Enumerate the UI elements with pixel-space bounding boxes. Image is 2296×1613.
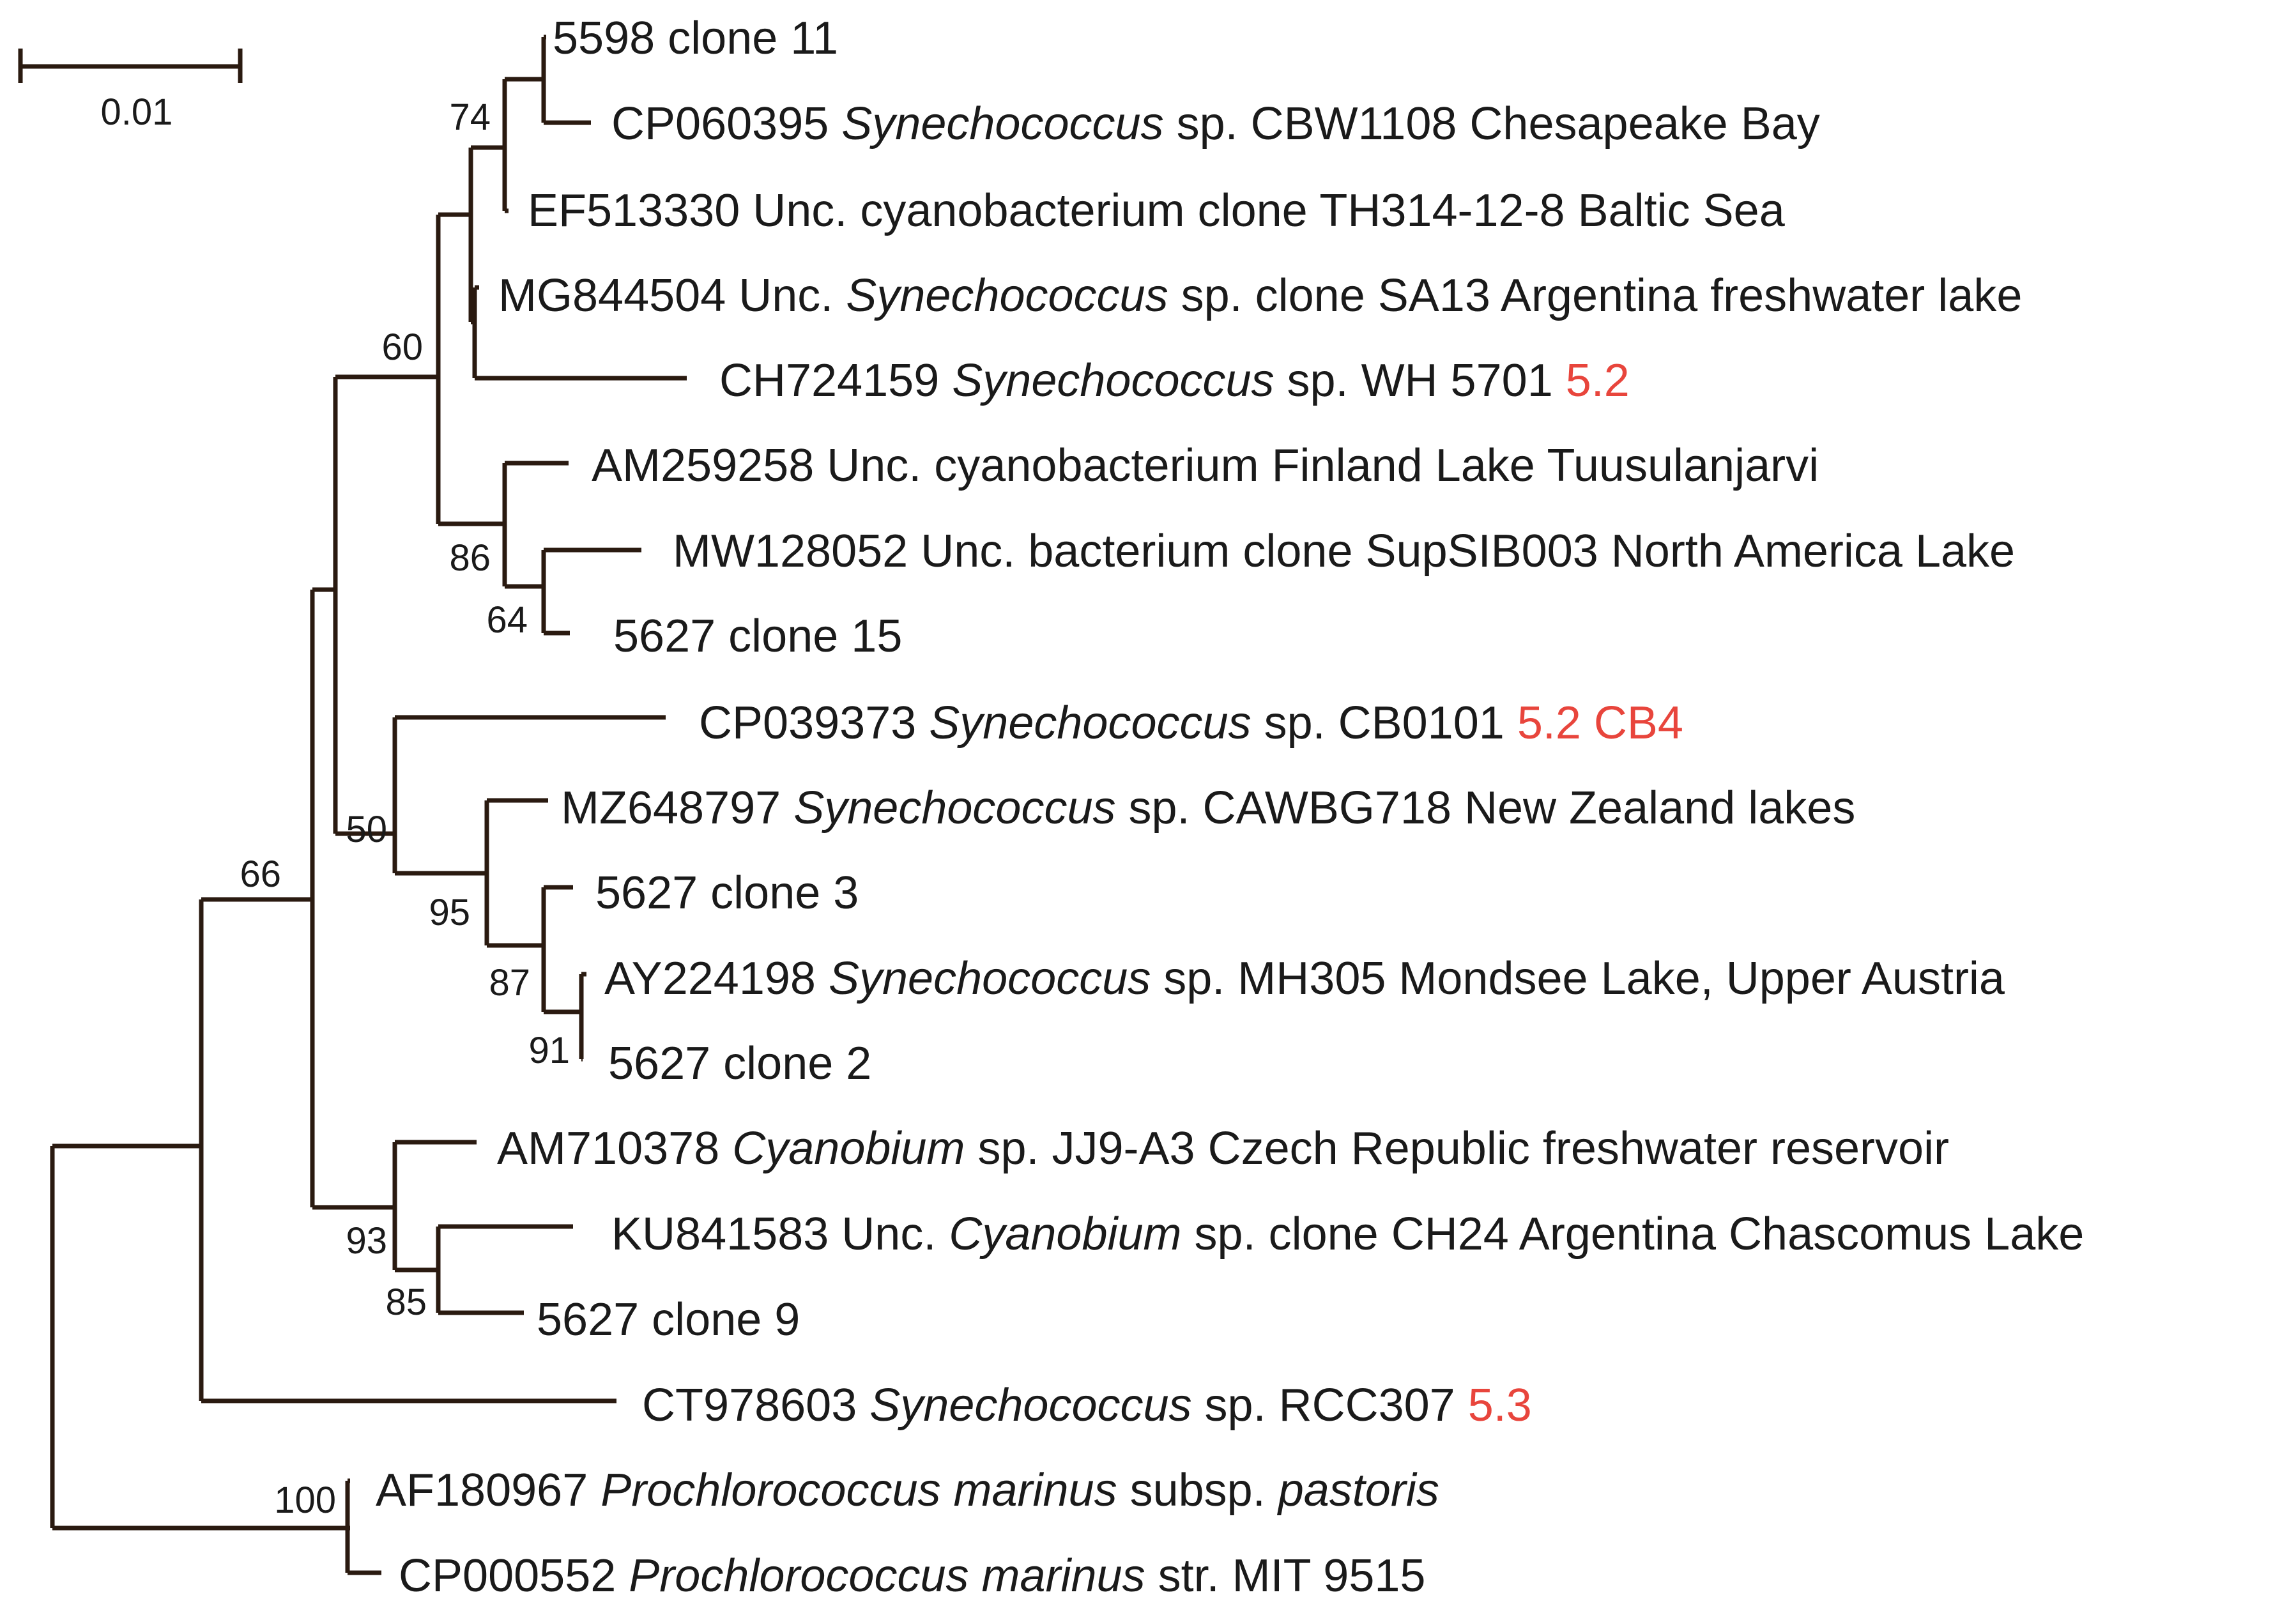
leaf-label-5627-clone-2: 5627 clone 2 (608, 1038, 871, 1089)
bootstrap-label: 87 (489, 962, 530, 1004)
leaf-text: 5627 clone 2 (608, 1038, 871, 1089)
bootstrap-label: 74 (449, 96, 491, 138)
bootstrap-label: 100 (274, 1479, 336, 1521)
leaf-text: 5627 clone 3 (595, 868, 859, 919)
taxon-name: pastoris (1277, 1465, 1439, 1516)
leaf-label-ch724159: CH724159 Synechococcus sp. WH 5701 5.2 (719, 355, 1630, 406)
leaf-text: AM710378 (497, 1123, 732, 1174)
leaf-text: sp. clone CH24 Argentina Chascomus Lake (1182, 1209, 2085, 1260)
bootstrap-label: 66 (240, 853, 281, 895)
leaf-label-ay224198: AY224198 Synechococcus sp. MH305 Mondsee… (604, 953, 2005, 1004)
bootstrap-label: 91 (528, 1030, 570, 1071)
bootstrap-label: 60 (381, 326, 423, 368)
leaf-text: sp. MH305 Mondsee Lake, Upper Austria (1151, 953, 2005, 1004)
leaf-label-mw128052: MW128052 Unc. bacterium clone SupSIB003 … (673, 526, 2015, 577)
leaf-text: EF513330 Unc. cyanobacterium clone TH314… (528, 185, 1786, 236)
group-label: 5.2 (1566, 355, 1630, 406)
taxon-name: Prochlorococcus marinus (601, 1465, 1117, 1516)
group-label: 5.3 (1468, 1380, 1532, 1431)
bootstrap-label: 93 (346, 1220, 387, 1262)
leaf-label-5627-clone-9: 5627 clone 9 (537, 1294, 800, 1345)
leaf-text: str. MIT 9515 (1145, 1550, 1426, 1602)
leaf-label-ct978603: CT978603 Synechococcus sp. RCC307 5.3 (642, 1380, 1532, 1431)
leaf-text: CP000552 (399, 1550, 629, 1602)
leaf-text: sp. JJ9-A3 Czech Republic freshwater res… (965, 1123, 1949, 1174)
leaf-text: CH724159 (719, 355, 952, 406)
leaf-label-cp039373: CP039373 Synechococcus sp. CB0101 5.2 CB… (699, 698, 1683, 749)
leaf-text: sp. RCC307 (1192, 1380, 1468, 1431)
scale-bar-label: 0.01 (101, 91, 173, 133)
leaf-label-cp000552: CP000552 Prochlorococcus marinus str. MI… (399, 1550, 1425, 1602)
leaf-text: CP060395 (611, 98, 841, 149)
leaf-text: sp. WH 5701 (1274, 355, 1566, 406)
bootstrap-labels: 74 60 86 64 50 95 87 91 66 93 85 100 (240, 96, 570, 1521)
taxon-name: Synechococcus (793, 783, 1115, 834)
leaf-text: sp. CB0101 (1251, 698, 1517, 749)
taxon-name: Synechococcus (929, 698, 1251, 749)
taxon-name: Synechococcus (869, 1380, 1191, 1431)
leaf-label-cp060395: CP060395 Synechococcus sp. CBW1108 Chesa… (611, 98, 1820, 149)
leaf-text: AY224198 (604, 953, 829, 1004)
leaf-label-mg844504: MG844504 Unc. Synechococcus sp. clone SA… (498, 270, 2022, 321)
leaf-text: CP039373 (699, 698, 929, 749)
taxon-name: Synechococcus (829, 953, 1151, 1004)
leaf-text: sp. CAWBG718 New Zealand lakes (1116, 783, 1856, 834)
group-label: 5.2 CB4 (1517, 698, 1683, 749)
bootstrap-label: 95 (429, 892, 470, 933)
leaf-text: subsp. (1117, 1465, 1278, 1516)
taxon-name: Cyanobium (949, 1209, 1181, 1260)
taxon-name: Synechococcus (846, 270, 1168, 321)
leaf-text: 5627 clone 15 (613, 611, 902, 662)
leaf-label-am259258: AM259258 Unc. cyanobacterium Finland Lak… (592, 440, 1819, 491)
leaf-label-am710378: AM710378 Cyanobium sp. JJ9-A3 Czech Repu… (497, 1123, 1949, 1174)
leaf-text: sp. CBW1108 Chesapeake Bay (1164, 98, 1820, 149)
taxon-name: Prochlorococcus marinus (629, 1550, 1145, 1602)
taxon-name: Synechococcus (841, 98, 1163, 149)
bootstrap-label: 86 (449, 537, 491, 579)
taxon-name: Cyanobium (732, 1123, 965, 1174)
leaf-label-ef513330: EF513330 Unc. cyanobacterium clone TH314… (528, 185, 1786, 236)
leaf-text: KU841583 Unc. (611, 1209, 949, 1260)
taxon-name: Synechococcus (952, 355, 1274, 406)
leaf-text: 5627 clone 9 (537, 1294, 800, 1345)
leaf-text: 5598 clone 11 (553, 13, 838, 64)
leaf-label-5598-clone-11: 5598 clone 11 (553, 13, 838, 64)
leaf-label-5627-clone-3: 5627 clone 3 (595, 868, 859, 919)
leaf-label-af180967: AF180967 Prochlorococcus marinus subsp. … (376, 1465, 1439, 1516)
leaf-text: MG844504 Unc. (498, 270, 846, 321)
leaf-text: CT978603 (642, 1380, 869, 1431)
leaf-labels: 5598 clone 11 CP060395 Synechococcus sp.… (376, 13, 2084, 1602)
leaf-label-ku841583: KU841583 Unc. Cyanobium sp. clone CH24 A… (611, 1209, 2084, 1260)
bootstrap-label: 85 (385, 1281, 427, 1323)
leaf-label-mz648797: MZ648797 Synechococcus sp. CAWBG718 New … (561, 783, 1855, 834)
scale-bar: 0.01 (18, 49, 243, 133)
leaf-text: MW128052 Unc. bacterium clone SupSIB003 … (673, 526, 2015, 577)
leaf-text: AF180967 (376, 1465, 601, 1516)
tree-branches (50, 34, 687, 1575)
leaf-text: sp. clone SA13 Argentina freshwater lake (1168, 270, 2023, 321)
leaf-text: AM259258 Unc. cyanobacterium Finland Lak… (592, 440, 1819, 491)
bootstrap-label: 50 (346, 809, 387, 850)
leaf-text: MZ648797 (561, 783, 793, 834)
bootstrap-label: 64 (486, 599, 528, 641)
leaf-label-5627-clone-15: 5627 clone 15 (613, 611, 902, 662)
